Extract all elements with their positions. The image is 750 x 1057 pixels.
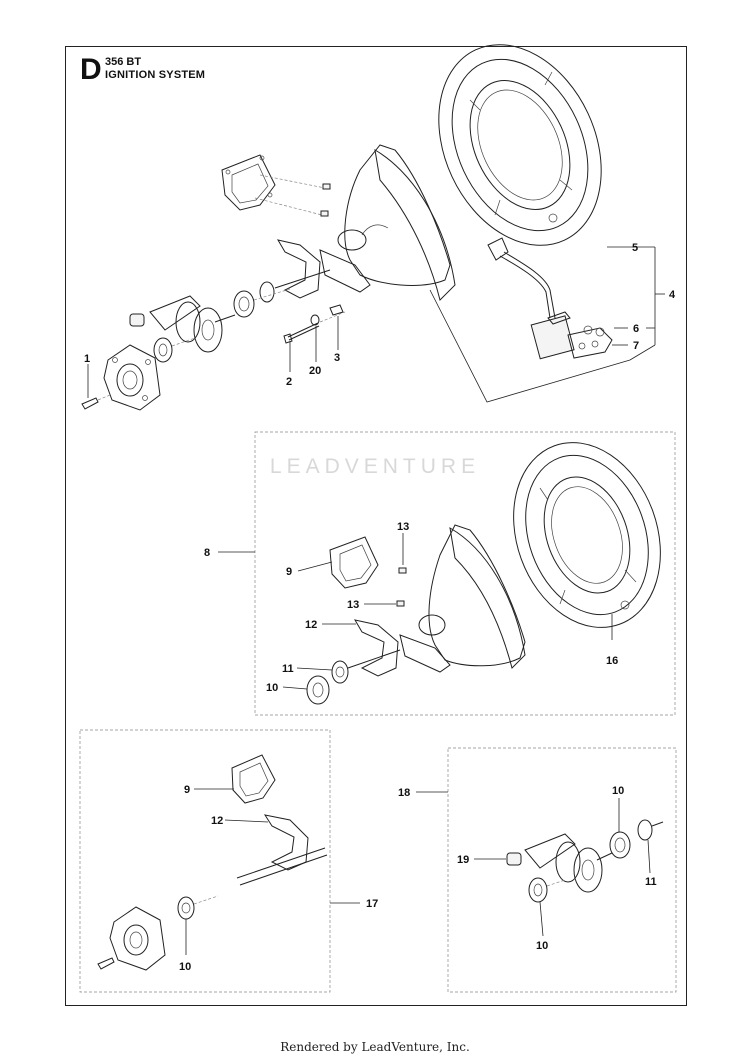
callout-16: 16 [606,655,618,667]
crankcase-cover-bottom [109,906,166,971]
callout-12: 12 [305,619,317,631]
gasket-middle [329,536,379,589]
crankcase-middle [399,524,526,673]
callout-9: 9 [286,566,292,578]
callout-13a: 13 [397,521,409,533]
callout-11-right: 11 [645,876,657,888]
ignition-module [487,237,613,360]
fan-housing-middle [513,442,661,628]
gasket-top [221,154,276,211]
crankshaft-top [129,269,331,353]
footer-credit: Rendered by LeadVenture, Inc. [280,1040,470,1054]
callout-4: 4 [669,289,676,301]
callout-7: 7 [633,340,639,352]
callout-10-bottom: 10 [179,961,191,973]
callout-10-right-bottom: 10 [536,940,548,952]
callout-13b: 13 [347,599,359,611]
callout-12-bottom: 12 [211,815,223,827]
callout-6: 6 [633,323,639,335]
callout-17: 17 [366,898,378,910]
crankshaft-bottom [506,819,664,893]
watermark-text: LEADVENTURE [269,455,481,478]
callout-10-right-top: 10 [612,785,624,797]
assembly-8-box [254,431,676,716]
diagram-frame [65,46,687,1006]
callout-8: 8 [204,547,210,559]
gasket-bottom [231,754,276,804]
callout-11: 11 [282,663,294,675]
callout-20: 20 [309,365,321,377]
callout-2: 2 [286,376,292,388]
callout-1: 1 [84,353,90,365]
callout-10: 10 [266,682,278,694]
crankcase-cover-top [103,344,161,411]
callout-3: 3 [334,352,340,364]
fan-housing-top [438,44,602,246]
callout-19: 19 [457,854,469,866]
callout-5: 5 [632,242,638,254]
callout-18: 18 [398,787,410,799]
crankcase-top [319,144,456,301]
section-letter: D [80,53,102,86]
assembly-17-box [79,729,331,993]
model-number: 356 BT [105,56,142,68]
diagram-title: IGNITION SYSTEM [105,69,206,81]
callout-9-bottom: 9 [184,784,190,796]
assembly-18-box [447,747,677,993]
